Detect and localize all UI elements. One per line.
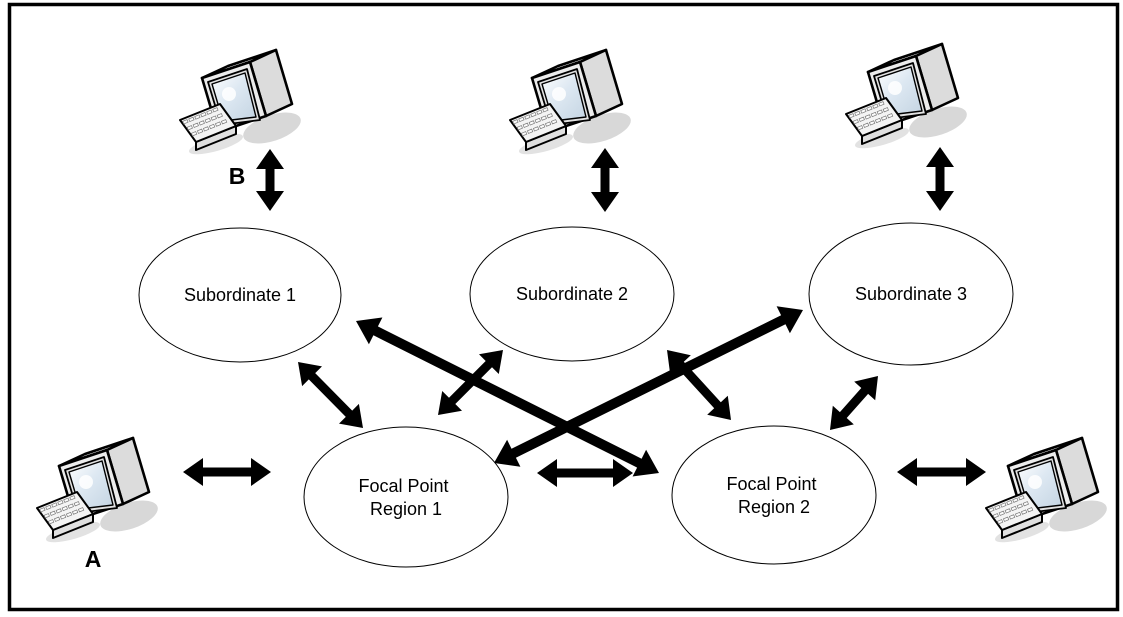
workstation-b-icon <box>178 48 306 160</box>
arrow-ws3-sub3 <box>926 147 954 211</box>
focal-point-1-label: Focal Point Region 1 <box>358 476 453 519</box>
workstation-right-icon <box>984 436 1112 548</box>
arrow-focal2-wsright <box>897 458 986 486</box>
arrow-layer <box>183 147 986 487</box>
arrow-a-focal1 <box>183 458 271 486</box>
workstation-top-center-icon <box>508 48 636 160</box>
node-subordinate-1 <box>138 227 342 363</box>
focal-2-line1: Focal Point <box>726 474 816 494</box>
focal-2-line2: Region 2 <box>738 497 810 517</box>
arrow-focal1-sub3 <box>494 306 803 467</box>
node-focal-point-region-2 <box>671 425 877 565</box>
workstation-a-icon <box>35 436 163 548</box>
focal-1-line2: Region 1 <box>370 499 442 519</box>
workstation-b-label: B <box>229 163 246 189</box>
node-focal-point-region-1 <box>303 426 509 568</box>
arrow-sub1-focal2 <box>356 317 659 477</box>
subordinate-2-label: Subordinate 2 <box>516 284 628 304</box>
arrow-sub3-focal2 <box>830 376 878 430</box>
diagram-border <box>7 2 1120 612</box>
subordinate-1-label: Subordinate 1 <box>184 285 296 305</box>
workstation-a-label: A <box>85 546 102 572</box>
arrow-b-sub1 <box>256 149 284 211</box>
node-subordinate-3 <box>808 222 1014 366</box>
focal-point-2-label: Focal Point Region 2 <box>726 474 821 517</box>
node-subordinate-2 <box>469 226 675 362</box>
arrow-focal1-focal2 <box>537 459 633 487</box>
arrow-ws2-sub2 <box>591 148 619 212</box>
arrow-sub1-focal1 <box>298 362 363 428</box>
subordinate-3-label: Subordinate 3 <box>855 284 967 304</box>
focal-1-line1: Focal Point <box>358 476 448 496</box>
workstation-top-right-icon <box>844 42 972 154</box>
